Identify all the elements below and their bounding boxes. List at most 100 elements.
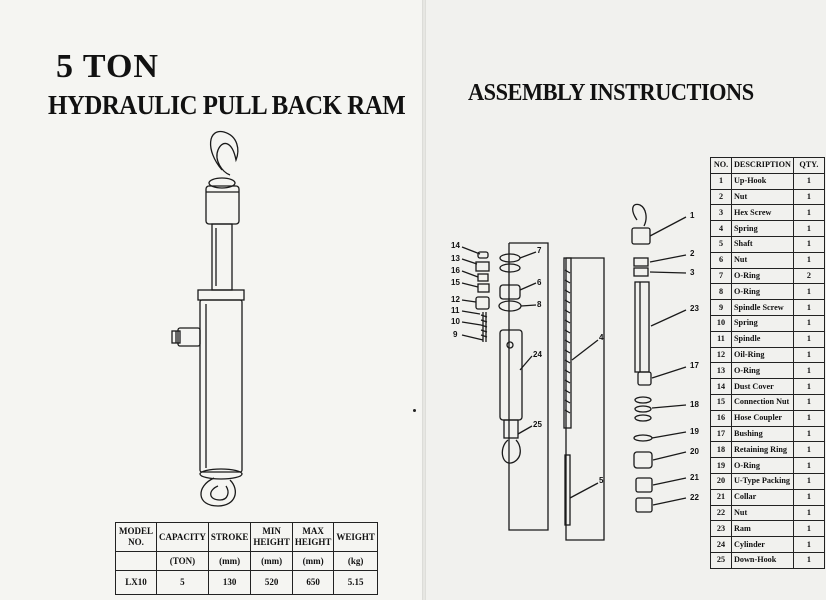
parts-header-description: DESCRIPTION	[731, 157, 794, 174]
part-description: Nut	[731, 188, 794, 206]
spec-value-model: LX10	[115, 570, 157, 595]
part-number: 9	[710, 299, 732, 316]
part-description: Hex Screw	[731, 204, 794, 222]
callout-14: 14	[451, 241, 460, 250]
part-description: Hose Coupler	[731, 409, 794, 427]
part-number: 13	[710, 362, 732, 380]
part-description: Spring	[731, 314, 794, 332]
parts-header-qty: QTY.	[792, 157, 825, 174]
callout-9: 9	[453, 330, 458, 339]
part-number: 20	[710, 472, 732, 490]
part-quantity: 1	[792, 220, 825, 237]
part-number: 10	[710, 314, 732, 332]
part-quantity: 1	[792, 457, 825, 474]
callout-16: 16	[451, 266, 460, 275]
part-description: O-Ring	[731, 267, 794, 285]
part-number: 24	[710, 536, 732, 553]
up-hook-drawing	[209, 130, 239, 176]
part-description: Collar	[731, 488, 794, 506]
callout-4: 4	[599, 333, 604, 342]
part-description: O-Ring	[731, 362, 794, 380]
callout-25: 25	[533, 420, 542, 429]
callout-22: 22	[690, 493, 699, 502]
part-number: 12	[710, 346, 732, 364]
callout-20: 20	[690, 447, 699, 456]
spec-header-capacity: CAPACITY	[156, 522, 209, 552]
part-number: 1	[710, 172, 732, 190]
stray-dot	[413, 409, 416, 412]
part-description: Nut	[731, 251, 794, 269]
part-quantity: 1	[792, 235, 825, 253]
spec-unit-weight: (kg)	[333, 551, 378, 571]
part-quantity: 1	[792, 472, 825, 490]
part-quantity: 1	[792, 378, 825, 395]
part-description: Shaft	[731, 235, 794, 253]
part-quantity: 1	[792, 188, 825, 206]
part-description: Retaining Ring	[731, 441, 794, 459]
spec-unit-min-height: (mm)	[250, 551, 293, 571]
callout-21: 21	[690, 473, 699, 482]
part-description: Oil-Ring	[731, 346, 794, 364]
spec-unit-max-height: (mm)	[291, 551, 335, 571]
callout-17: 17	[690, 361, 699, 370]
part-description: Nut	[731, 504, 794, 522]
part-description: O-Ring	[731, 283, 794, 301]
callout-19: 19	[690, 427, 699, 436]
part-quantity: 1	[792, 520, 825, 538]
part-number: 7	[710, 267, 732, 285]
part-description: Bushing	[731, 425, 794, 443]
parts-header-row: NO. DESCRIPTION QTY.	[710, 157, 825, 174]
part-quantity: 1	[792, 330, 825, 348]
callout-6: 6	[537, 278, 542, 287]
part-description: Dust Cover	[731, 378, 794, 395]
spec-unit-stroke: (mm)	[207, 551, 252, 571]
part-number: 4	[710, 220, 732, 237]
part-number: 22	[710, 504, 732, 522]
part-quantity: 1	[792, 204, 825, 222]
part-quantity: 1	[792, 346, 825, 364]
part-number: 19	[710, 457, 732, 474]
spec-value-capacity: 5	[156, 570, 209, 595]
spec-unit-row: (TON) (mm) (mm) (mm) (kg)	[115, 551, 378, 571]
callout-13: 13	[451, 254, 460, 263]
spec-header-weight: WEIGHT	[333, 522, 378, 552]
spec-header-model: MODEL NO.	[115, 522, 157, 552]
spec-unit-model	[115, 551, 157, 571]
part-number: 2	[710, 188, 732, 206]
callout-1: 1	[690, 211, 695, 220]
part-number: 23	[710, 520, 732, 538]
spec-header-stroke: STROKE	[207, 522, 252, 552]
part-quantity: 1	[792, 362, 825, 380]
part-description: Cylinder	[731, 536, 794, 553]
part-number: 6	[710, 251, 732, 269]
spec-value-row: LX10 5 130 520 650 5.15	[115, 570, 378, 595]
callout-23: 23	[690, 304, 699, 313]
part-quantity: 1	[792, 299, 825, 316]
part-quantity: 1	[792, 536, 825, 553]
part-quantity: 1	[792, 283, 825, 301]
page-fold	[422, 0, 426, 600]
callout-3: 3	[690, 268, 695, 277]
part-quantity: 1	[792, 314, 825, 332]
part-quantity: 1	[792, 488, 825, 506]
spec-table: MODEL NO. CAPACITY STROKE MIN HEIGHT MAX…	[115, 522, 378, 595]
part-number: 3	[710, 204, 732, 222]
part-number: 21	[710, 488, 732, 506]
spec-value-weight: 5.15	[333, 570, 378, 595]
